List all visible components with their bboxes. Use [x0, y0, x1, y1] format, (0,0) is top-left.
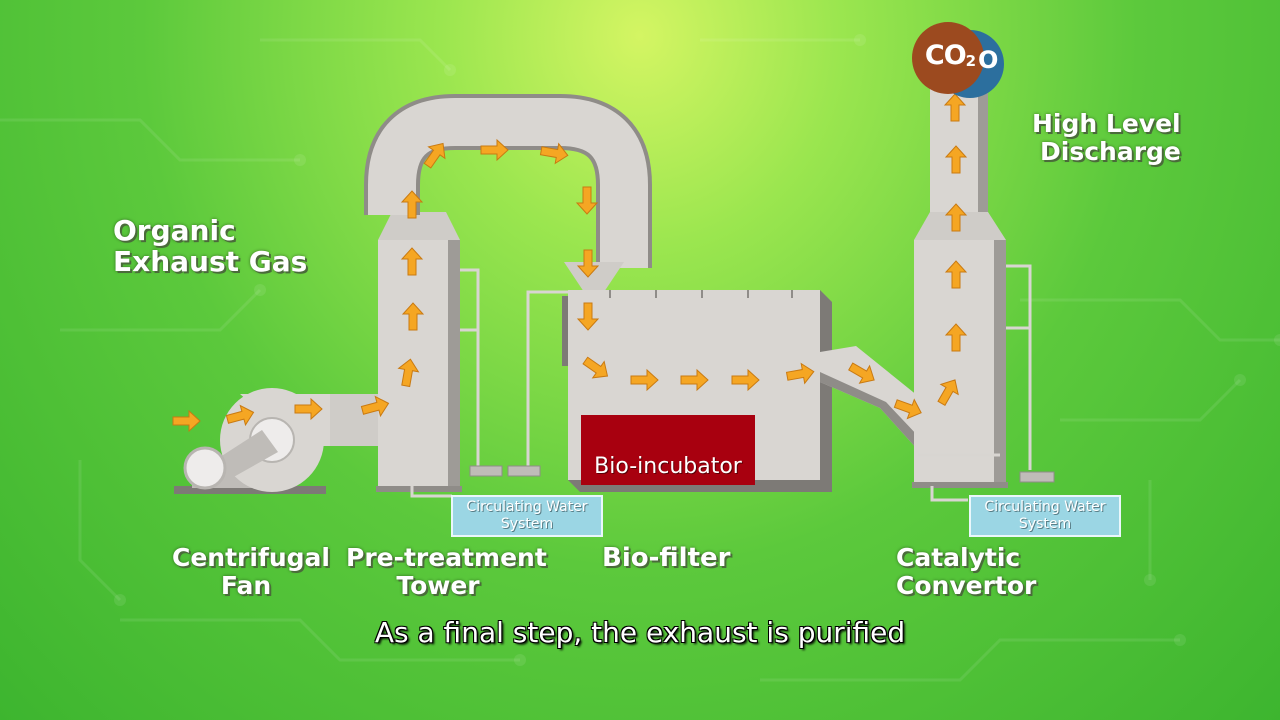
molecule-back-letter: O — [978, 46, 999, 74]
overhead-duct — [364, 94, 652, 292]
pretreatment-tower — [376, 212, 462, 492]
label-organic-exhaust-gas: Organic Exhaust Gas — [113, 214, 308, 279]
circulating-water-system-right: Circulating Water System — [969, 495, 1121, 537]
bio-incubator-label: Bio-incubator — [594, 454, 742, 479]
co2-formula: CO2 — [924, 40, 976, 71]
video-subtitle: As a final step, the exhaust is purified — [374, 616, 906, 649]
catalytic-convertor-tower — [912, 70, 1008, 488]
label-centrifugal-fan: Centrifugal Fan — [172, 543, 330, 600]
connector-duct — [820, 346, 918, 450]
molecule-front-sphere — [912, 22, 984, 94]
water-pumps — [469, 465, 1055, 483]
bio-incubator: Bio-incubator — [581, 415, 755, 485]
label-bio-filter: Bio-filter — [602, 543, 731, 573]
label-high-level-discharge: High Level Discharge — [1032, 109, 1181, 166]
circulating-water-system-left: Circulating Water System — [451, 495, 603, 537]
label-catalytic-convertor: Catalytic Convertor — [896, 543, 1037, 600]
label-pretreatment-tower: Pre-treatment Tower — [346, 543, 547, 600]
water-piping — [410, 264, 1032, 502]
